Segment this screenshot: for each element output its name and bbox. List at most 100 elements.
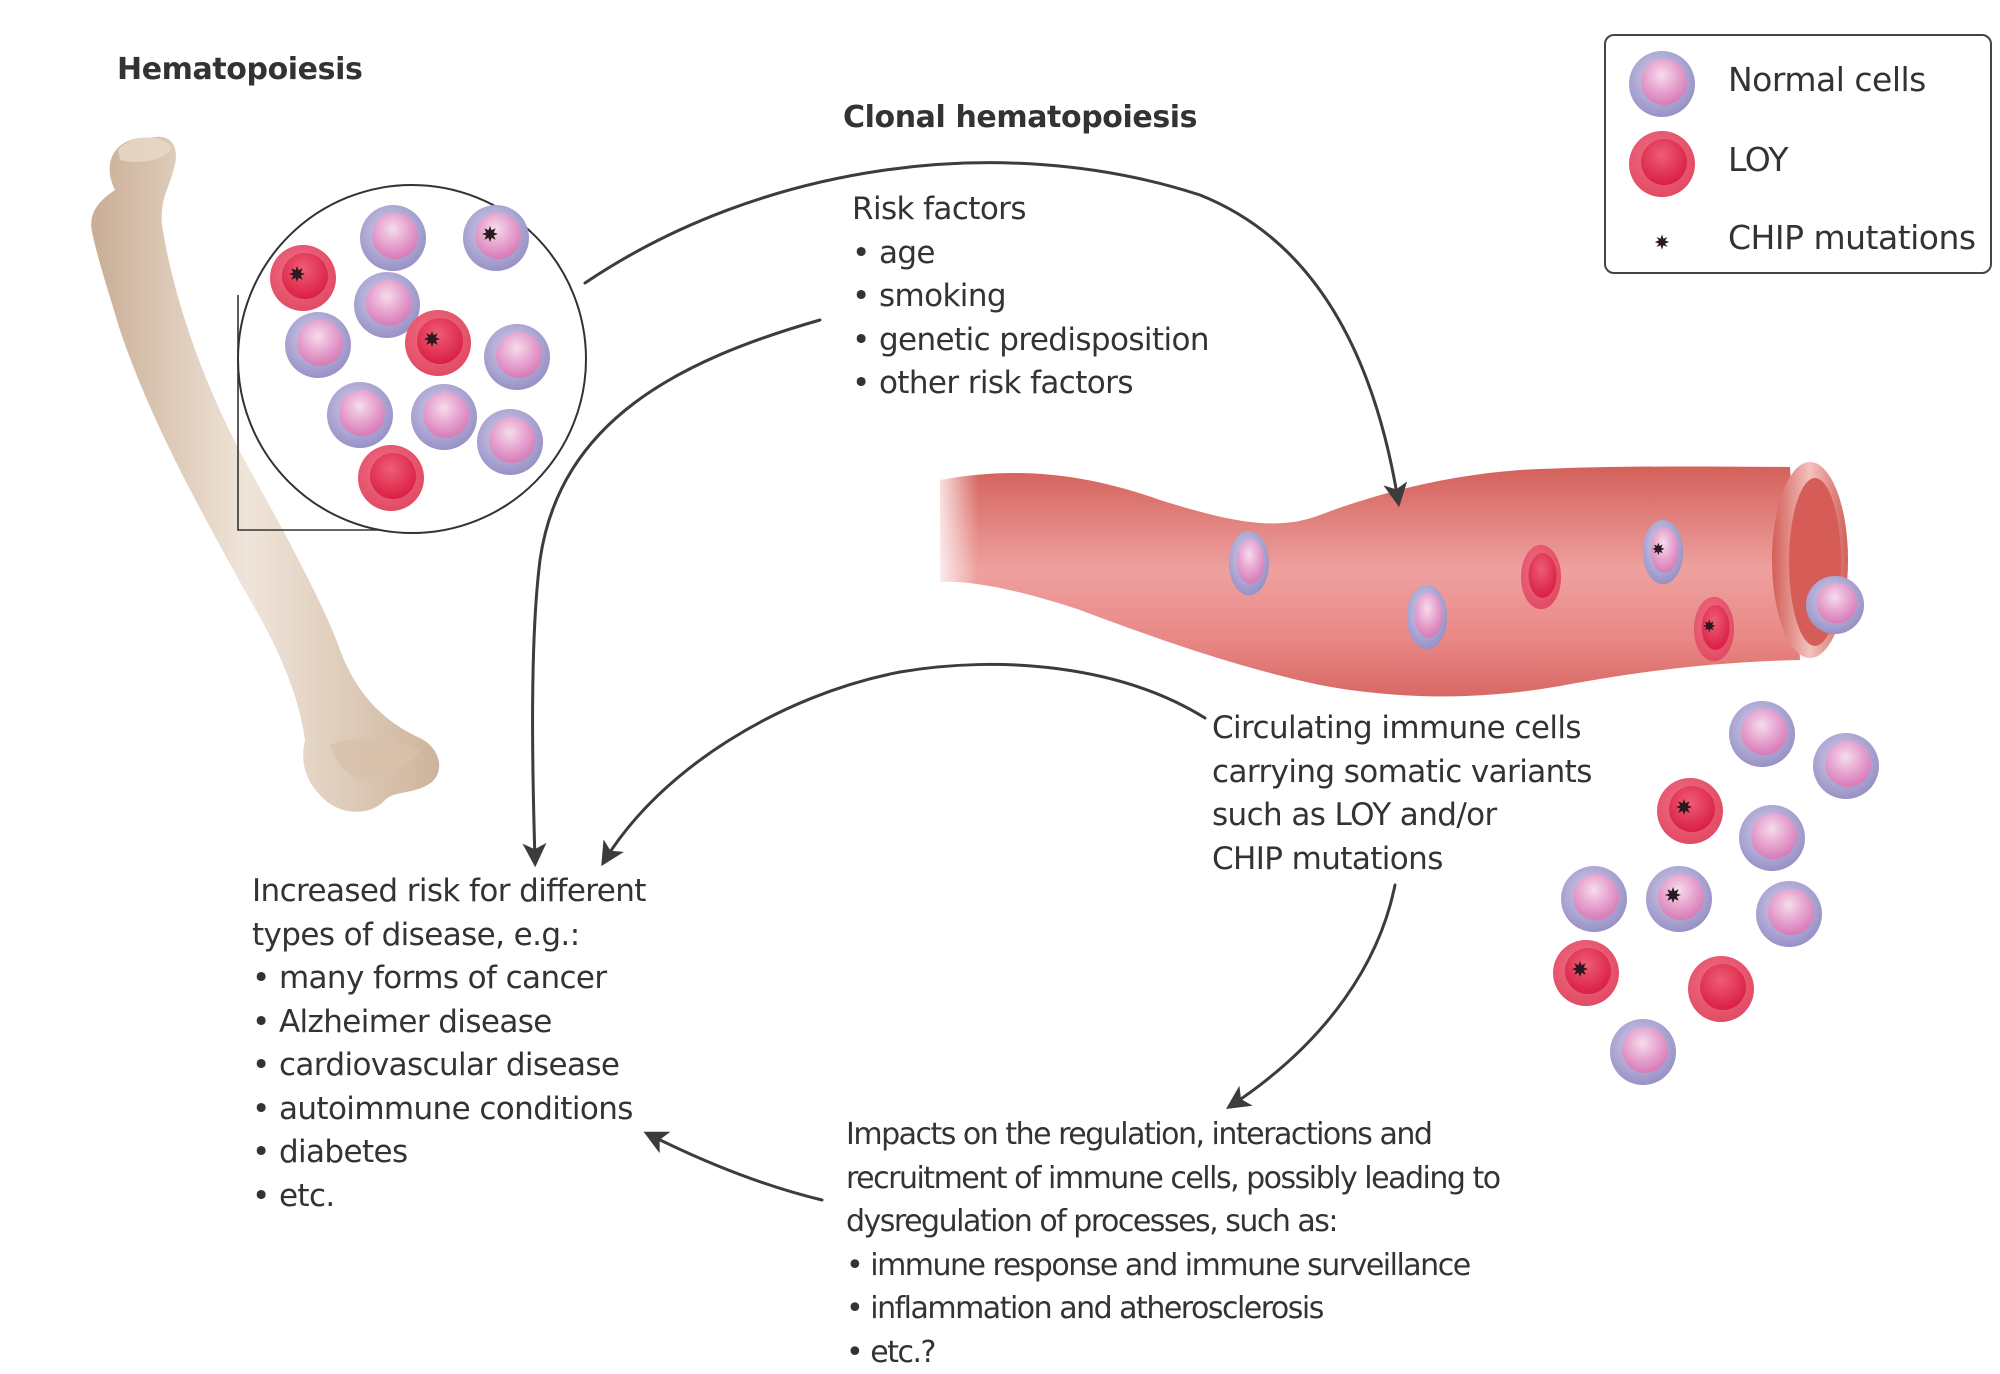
legend-item-loy: LOY (1606, 128, 1990, 198)
released-cells-cluster (1553, 701, 1879, 1085)
loy-cell (270, 245, 336, 311)
cell-nucleus (339, 390, 385, 436)
cell-nucleus (1622, 1027, 1668, 1073)
chip-mutation-mark (482, 226, 498, 242)
circulating-line: Circulating immune cells (1212, 707, 1592, 751)
cell-nucleus (1702, 605, 1730, 650)
legend: Normal cells LOY CHIP mutations (1604, 34, 1992, 274)
chip-mutation-mark (1665, 887, 1681, 903)
legend-item-normal-cells: Normal cells (1606, 48, 1990, 118)
loy-cell (1694, 597, 1734, 661)
cell-nucleus (475, 213, 521, 259)
normal-cell (1407, 585, 1447, 649)
cell-nucleus (1825, 741, 1871, 787)
chip-mutation-mark (289, 266, 305, 282)
cell-nucleus (1751, 813, 1797, 859)
chip-mutation-mark (424, 331, 440, 347)
chip-mutation-icon (1626, 206, 1698, 278)
circulating-cells-block: Circulating immune cells carrying somati… (1212, 707, 1592, 881)
cell-nucleus (282, 253, 328, 299)
disease-item: • etc. (252, 1175, 646, 1219)
disease-risk-line: Increased risk for different (252, 870, 646, 914)
normal-cell (477, 409, 543, 475)
cell-nucleus (496, 332, 542, 378)
loy-cell (358, 445, 424, 511)
cell-nucleus (1741, 709, 1787, 755)
loy-cell (405, 310, 471, 376)
cell-nucleus (417, 318, 463, 364)
disease-item: • autoimmune conditions (252, 1088, 646, 1132)
cell-nucleus (1237, 539, 1265, 584)
clonal-hematopoiesis-title: Clonal hematopoiesis (843, 96, 1197, 140)
cell-nucleus (1658, 874, 1704, 920)
hematopoiesis-title: Hematopoiesis (117, 48, 362, 92)
impacts-line: recruitment of immune cells, possibly le… (846, 1157, 1500, 1201)
cell-nucleus (372, 213, 418, 259)
risk-factors-block: Risk factors • age • smoking • genetic p… (852, 188, 1209, 406)
vessel-fade (930, 470, 1150, 620)
risk-factor-item: • other risk factors (852, 362, 1209, 406)
legend-item-chip-mutations: CHIP mutations (1606, 206, 1990, 276)
legend-label: Normal cells (1728, 60, 1926, 99)
loy-cell (1553, 940, 1619, 1006)
cell-nucleus (370, 453, 416, 499)
normal-cell (1806, 576, 1864, 634)
normal-cell (1739, 805, 1805, 871)
disease-item: • many forms of cancer (252, 957, 646, 1001)
legend-label: CHIP mutations (1728, 218, 1976, 257)
normal-cell (285, 312, 351, 378)
normal-cell-icon (1626, 48, 1698, 120)
cell-nucleus (1768, 889, 1814, 935)
normal-cell (1813, 733, 1879, 799)
legend-label: LOY (1728, 140, 1788, 179)
cell-nucleus (1651, 528, 1679, 573)
arrow-circulating-to-impacts (1232, 885, 1395, 1105)
arrow-impacts-to-disease (650, 1135, 822, 1200)
cell-nucleus (1565, 948, 1611, 994)
normal-cell (1229, 531, 1269, 595)
normal-cell (1646, 866, 1712, 932)
cell-nucleus (1529, 553, 1557, 598)
disease-item: • cardiovascular disease (252, 1044, 646, 1088)
chip-mutation-mark (1572, 961, 1588, 977)
normal-cell (1643, 520, 1683, 584)
risk-factor-item: • smoking (852, 275, 1209, 319)
circulating-line: such as LOY and/or (1212, 794, 1592, 838)
loy-cell-icon (1626, 128, 1698, 200)
disease-item: • diabetes (252, 1131, 646, 1175)
loy-cell (1521, 545, 1561, 609)
cell-nucleus (297, 320, 343, 366)
chip-mutation-mark (1676, 799, 1692, 815)
normal-cell (1756, 881, 1822, 947)
impacts-item: • etc.? (846, 1331, 1500, 1374)
risk-factor-item: • genetic predisposition (852, 319, 1209, 363)
cell-nucleus (1700, 964, 1746, 1010)
circulating-line: CHIP mutations (1212, 838, 1592, 882)
impacts-line: Impacts on the regulation, interactions … (846, 1113, 1500, 1157)
impacts-block: Impacts on the regulation, interactions … (846, 1113, 1500, 1374)
cell-nucleus (1415, 593, 1443, 638)
disease-risk-line: types of disease, e.g.: (252, 914, 646, 958)
cell-nucleus (1817, 583, 1857, 623)
normal-cell (1729, 701, 1795, 767)
normal-cell (411, 384, 477, 450)
arrow-circulating-to-disease (605, 664, 1205, 860)
impacts-line: dysregulation of processes, such as: (846, 1200, 1500, 1244)
normal-cell (1610, 1019, 1676, 1085)
disease-item: • Alzheimer disease (252, 1001, 646, 1045)
loy-cell (1688, 956, 1754, 1022)
risk-factors-title: Risk factors (852, 188, 1209, 232)
impacts-item: • immune response and immune surveillanc… (846, 1244, 1500, 1288)
normal-cell (327, 382, 393, 448)
circulating-line: carrying somatic variants (1212, 751, 1592, 795)
normal-cell (463, 205, 529, 271)
bone-marrow-inset (238, 185, 586, 533)
loy-cell (1657, 778, 1723, 844)
risk-factor-item: • age (852, 232, 1209, 276)
cell-nucleus (423, 392, 469, 438)
disease-risk-block: Increased risk for different types of di… (252, 870, 646, 1218)
cell-nucleus (489, 417, 535, 463)
cell-nucleus (366, 280, 412, 326)
normal-cell (360, 205, 426, 271)
normal-cell (484, 324, 550, 390)
